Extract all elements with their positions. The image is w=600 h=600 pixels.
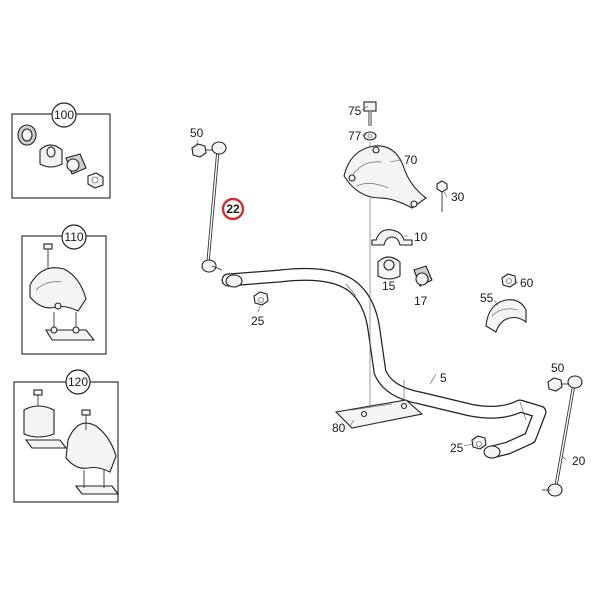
group-120-label: 120 [68, 375, 88, 389]
stabilizer-bar[interactable] [221, 267, 547, 459]
highlight-ring [221, 197, 245, 221]
bolt-75[interactable] [363, 101, 377, 126]
foot-bracket [74, 485, 120, 495]
heat-shield-70[interactable] [343, 145, 427, 209]
callout-25-right: 25 [450, 441, 464, 455]
callout-22: 22 [226, 202, 240, 216]
mount-bracket-80[interactable] [334, 380, 424, 429]
sleeve-17[interactable] [413, 265, 433, 287]
group-110-label: 110 [64, 230, 83, 244]
group-120-badge[interactable] [65, 369, 91, 395]
small-shield [23, 405, 55, 438]
callout-75: 75 [348, 104, 362, 118]
callout-50-right: 50 [551, 361, 565, 375]
group-120[interactable]: 120 [13, 369, 120, 503]
group-110-badge[interactable] [61, 224, 87, 250]
callout-15: 15 [382, 279, 396, 293]
large-shield [65, 422, 117, 473]
callout-17: 17 [414, 294, 428, 308]
washer-77[interactable] [363, 131, 377, 141]
callout-70: 70 [404, 153, 418, 167]
group-100-badge[interactable] [51, 102, 77, 128]
bracket-55[interactable] [485, 299, 527, 333]
callout-22-highlight[interactable]: 22 [221, 197, 245, 221]
callout-80: 80 [332, 421, 346, 435]
callout-20: 20 [572, 454, 586, 468]
group-110[interactable]: 110 [21, 224, 107, 355]
callout-50-left: 50 [190, 126, 204, 140]
nut-60[interactable] [501, 273, 517, 288]
link-rod-right[interactable] [542, 375, 583, 497]
callout-30: 30 [451, 190, 465, 204]
screw-30[interactable] [436, 180, 448, 212]
callout-77: 77 [348, 129, 362, 143]
nut-50-right[interactable] [547, 377, 568, 392]
nut-50-left [191, 143, 207, 158]
group-100[interactable]: 100 [11, 102, 111, 199]
callout-5: 5 [440, 371, 447, 385]
link-rod-left[interactable] [191, 141, 227, 273]
callout-60: 60 [520, 276, 534, 290]
nut [87, 172, 104, 189]
lower-bracket [24, 439, 68, 449]
nut-25-left[interactable] [253, 291, 269, 306]
nut-25-right[interactable] [471, 435, 487, 450]
group-100-label: 100 [54, 108, 74, 122]
callout-55: 55 [480, 291, 494, 305]
callout-25-left: 25 [251, 314, 265, 328]
bushing-15[interactable] [377, 256, 401, 280]
heat-shield [29, 267, 87, 312]
clamp-10[interactable] [371, 229, 413, 246]
callout-10: 10 [414, 230, 428, 244]
